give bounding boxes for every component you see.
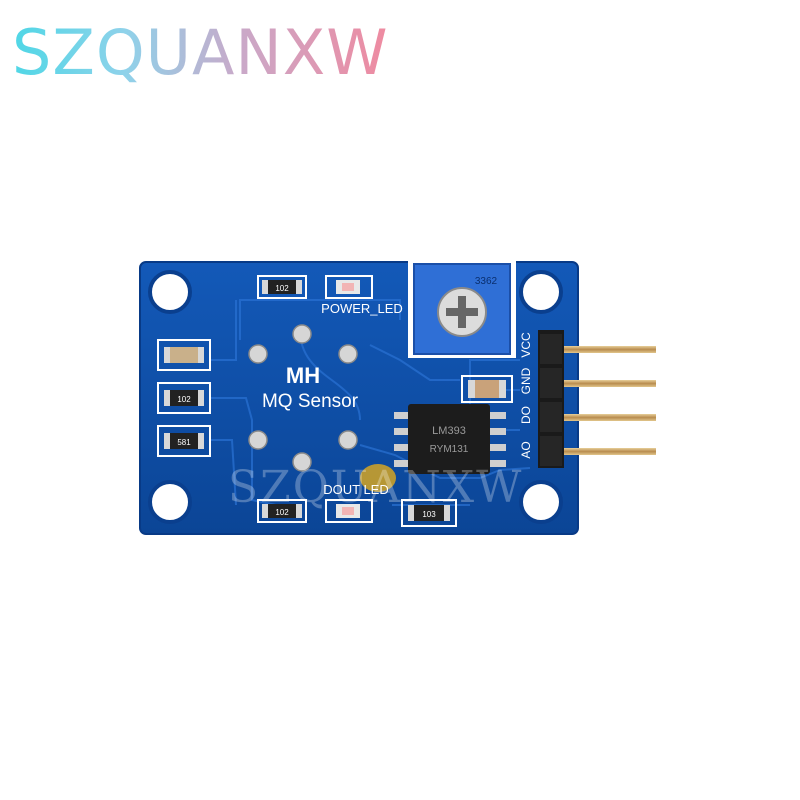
mounting-holes [148, 270, 563, 524]
capacitor [461, 375, 513, 403]
resistor-code-top: 102 [275, 284, 289, 293]
top-components: 102 [257, 275, 373, 299]
brand-watermark-text: SZQUANXW [12, 16, 389, 89]
resistor-code-left-2: 102 [177, 395, 191, 404]
comparator-chip: LM393 RYM131 [394, 404, 506, 474]
chip-marking-1: LM393 [432, 425, 466, 437]
pin-labels: VCC GND DO AO [519, 332, 533, 459]
sensor-pads [248, 324, 358, 472]
resistor-code-left-3: 581 [177, 438, 191, 447]
pin-label-ao: AO [519, 441, 533, 458]
resistor-code-bottom-2: 103 [422, 510, 436, 519]
pin-label-gnd: GND [519, 367, 533, 394]
potentiometer: 3362 [408, 258, 516, 358]
board-subtitle: MQ Sensor [262, 391, 359, 412]
resistor-code-bottom-1: 102 [275, 508, 289, 517]
pin-header [538, 330, 656, 468]
pot-code: 3362 [475, 276, 498, 287]
chip-marking-2: RYM131 [430, 444, 469, 455]
pin-label-vcc: VCC [519, 332, 533, 358]
dout-led-label: DOUT LED [323, 482, 389, 497]
left-smd-components: 102 581 [157, 339, 211, 457]
pin-label-do: DO [519, 406, 533, 424]
power-led-label: POWER_LED [321, 301, 403, 316]
board-title: MH [286, 363, 320, 388]
bottom-components: 102 103 [257, 464, 457, 527]
